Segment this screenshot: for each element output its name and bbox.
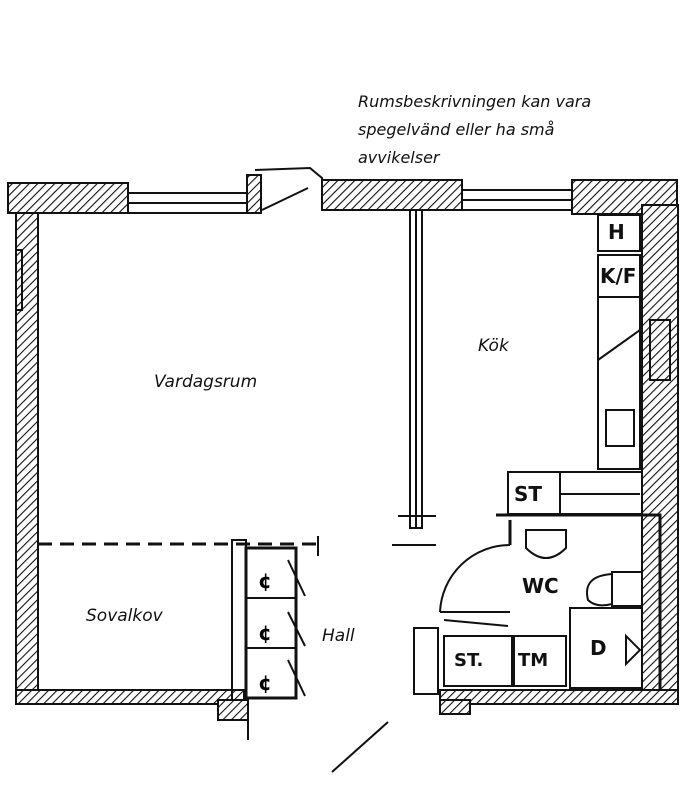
door-swing-wc bbox=[439, 543, 511, 613]
room-label-living: Vardagsrum bbox=[154, 372, 258, 392]
kitchen-fixtures bbox=[507, 214, 643, 515]
wall-bottom-right-step bbox=[439, 699, 471, 715]
wall-top-center bbox=[321, 179, 463, 211]
entrance-door bbox=[247, 704, 389, 773]
wall-bottom-right bbox=[439, 689, 679, 705]
room-label-hall: Hall bbox=[322, 626, 355, 646]
bathroom bbox=[413, 513, 662, 695]
wall-bottom-left bbox=[15, 689, 245, 705]
room-label-wc: WC bbox=[522, 574, 559, 598]
exterior-walls bbox=[7, 174, 679, 721]
wardrobes: ¢ ¢ ¢ bbox=[231, 539, 306, 701]
wall-left bbox=[15, 212, 39, 696]
room-label-alcove: Sovalkov bbox=[86, 606, 163, 626]
wall-entrance-left bbox=[217, 699, 249, 721]
fixture-closet-kitchen: ST bbox=[514, 482, 543, 506]
wall-top-mid bbox=[246, 174, 262, 214]
disclaimer-note: Rumsbeskrivningen kan vara spegelvänd el… bbox=[358, 88, 658, 172]
note-line-2: spegelvänd eller ha små bbox=[358, 120, 555, 139]
counter bbox=[597, 296, 641, 470]
hob-box bbox=[597, 214, 641, 252]
fixture-hob: H bbox=[608, 220, 625, 244]
fixture-fridge-freezer: K/F bbox=[600, 264, 637, 288]
note-line-1: Rumsbeskrivningen kan vara bbox=[358, 92, 592, 111]
fixture-dryer: TM bbox=[518, 650, 549, 671]
window-right bbox=[649, 319, 671, 381]
fixture-shower: D bbox=[590, 636, 607, 660]
partition-wall bbox=[392, 209, 436, 546]
shower-box bbox=[569, 607, 643, 689]
windows bbox=[15, 189, 671, 381]
room-label-kitchen: Kök bbox=[478, 336, 509, 356]
window-left bbox=[15, 249, 23, 311]
svg-text:¢: ¢ bbox=[258, 621, 272, 645]
wall-top-left bbox=[7, 182, 129, 214]
note-line-3: avvikelser bbox=[358, 148, 440, 167]
toilet bbox=[611, 571, 643, 607]
washbasin bbox=[525, 529, 567, 559]
fixture-closet-hall: ST. bbox=[454, 650, 484, 671]
dryer-box bbox=[513, 635, 567, 687]
hall-closet bbox=[443, 635, 513, 687]
svg-text:¢: ¢ bbox=[258, 569, 272, 593]
balcony-door bbox=[254, 166, 323, 211]
svg-text:¢: ¢ bbox=[258, 671, 272, 695]
